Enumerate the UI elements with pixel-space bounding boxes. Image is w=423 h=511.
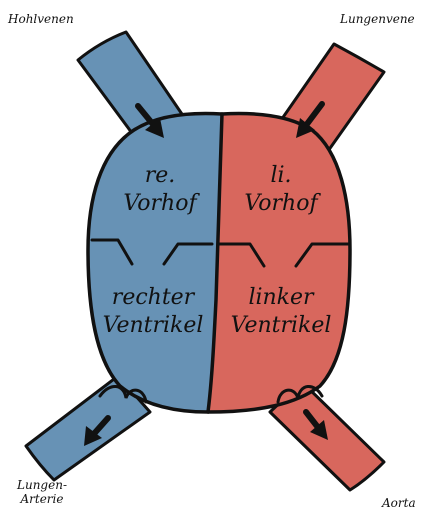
left-atrium-label-line2: Vorhof bbox=[244, 191, 318, 216]
right-heart-half bbox=[88, 113, 222, 413]
arrow-out-aorta-icon bbox=[303, 409, 328, 440]
left-atrium-label: li. Vorhof bbox=[226, 162, 336, 218]
arrow-out-pulmonary-artery-icon bbox=[84, 415, 111, 446]
right-ventricle-label-line1: rechter bbox=[111, 285, 195, 310]
pulmonary-valve-cusps bbox=[98, 385, 148, 404]
pulmonary-artery-label-line1: Lungen- bbox=[17, 478, 67, 492]
left-ventricle-label-line2: Ventrikel bbox=[230, 313, 332, 338]
right-atrium-label-line1: re. bbox=[144, 163, 176, 188]
left-atrium-label-line1: li. bbox=[270, 163, 292, 188]
left-ventricle-label: linker Ventrikel bbox=[220, 284, 342, 340]
right-ventricle-label: rechter Ventrikel bbox=[92, 284, 214, 340]
left-ventricle-label-line1: linker bbox=[248, 285, 314, 310]
tricuspid-valve-line bbox=[90, 238, 214, 266]
left-heart-half bbox=[208, 113, 350, 413]
right-atrium-label: re. Vorhof bbox=[104, 162, 216, 218]
aorta-label: Aorta bbox=[382, 496, 416, 510]
right-ventricle-label-line2: Ventrikel bbox=[102, 313, 204, 338]
pulmonary-artery-label: Lungen- Arterie bbox=[12, 478, 72, 506]
arrow-into-left-atrium-icon bbox=[296, 101, 325, 138]
aortic-valve-cusps bbox=[276, 385, 324, 404]
right-atrium-label-line2: Vorhof bbox=[123, 191, 197, 216]
septum-line bbox=[206, 112, 224, 414]
pulmonary-vein-label: Lungenvene bbox=[340, 12, 415, 26]
mitral-valve-line bbox=[216, 242, 350, 268]
arrow-into-right-atrium-icon bbox=[135, 103, 164, 138]
vena-cava-label: Hohlvenen bbox=[8, 12, 74, 26]
pulmonary-artery-label-line2: Arterie bbox=[20, 492, 64, 506]
